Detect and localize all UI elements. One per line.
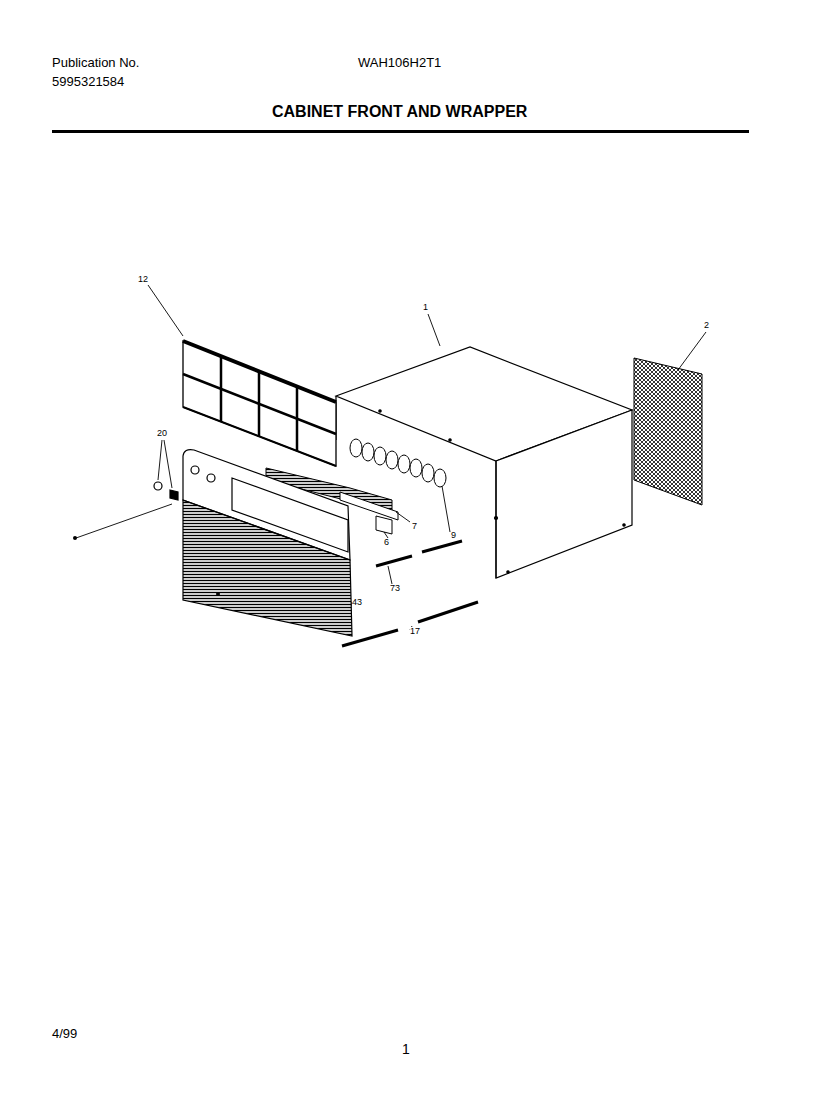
louvers [350,439,446,487]
wrapper-cabinet [336,347,632,578]
callout-number: 2 [704,321,709,330]
front-panel [154,450,352,636]
header-rule [52,130,749,133]
callout-number: 7 [412,522,417,531]
page-title: CABINET FRONT AND WRAPPER [272,104,527,120]
header-text: Publication No. [52,56,139,69]
callout-number: 17 [410,627,420,636]
model-number: WAH106H2T1 [358,56,441,69]
rear-grille [634,358,702,505]
air-filter [183,341,336,466]
header-text: 5995321584 [52,75,124,88]
leader-lines [76,285,706,630]
date-text: 4/99 [52,1027,77,1040]
trim-strips [342,541,478,646]
page-number: 1 [402,1042,410,1056]
callout-number: 73 [390,584,400,593]
screw [216,592,220,596]
callout-number: 1 [423,303,428,312]
callout-number: 20 [157,429,167,438]
callout-number: 6 [384,538,389,547]
screw [73,536,77,540]
callout-number: 9 [451,531,456,540]
callout-number: 12 [138,275,148,284]
callout-number: 43 [352,598,362,607]
